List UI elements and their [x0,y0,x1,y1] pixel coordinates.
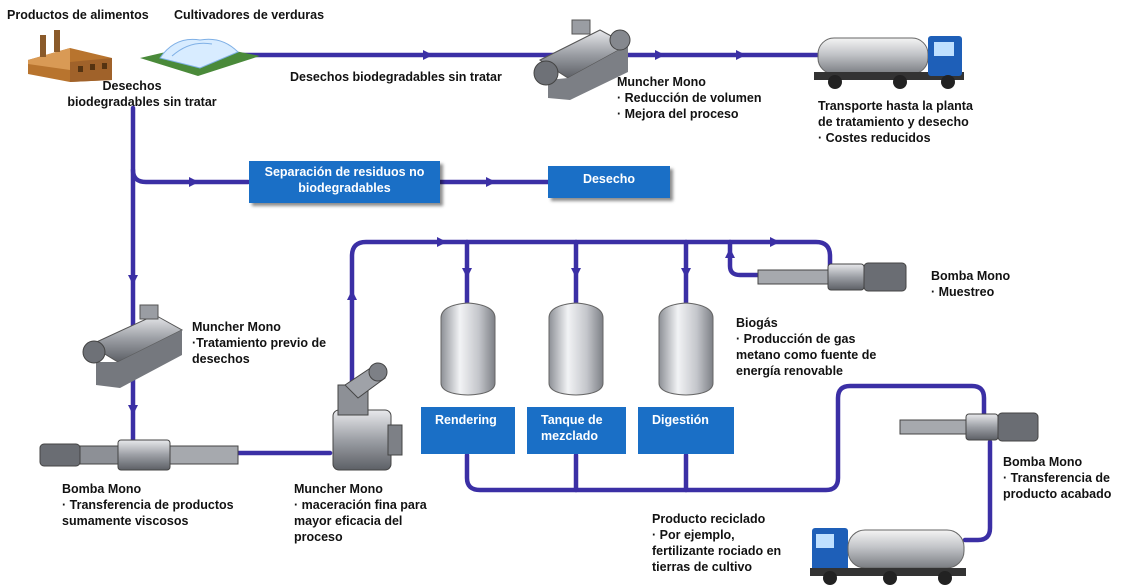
storage-tanks [440,302,714,396]
biogas-line3: energía renovable [736,364,843,378]
progressive-cavity-pump-left [39,439,239,471]
progressive-cavity-pump-finished [899,412,1039,442]
pump-finished-line1: · Transferencia de [1003,471,1110,485]
recycled-line3: tierras de cultivo [652,560,753,574]
transport-label: Transporte hasta la planta de tratamient… [818,98,973,146]
biogas-label: Biogás · Producción de gas metano como f… [736,315,876,379]
disposal-box: Desecho [548,166,670,198]
muncher-top-line1: · Reducción de volumen [617,91,762,105]
muncher-pre-line2: desechos [192,352,250,366]
pump-sampling-label: Bomba Mono · Muestreo [931,268,1010,300]
progressive-cavity-pump-sampling [757,262,907,292]
muncher-pretreatment-machine [82,304,184,388]
biogas-line1: · Producción de gas [736,332,856,346]
factory-icon [28,30,112,82]
biogas-line2: metano como fuente de [736,348,877,362]
rendering-box: Rendering [421,407,515,454]
recycled-line2: fertilizante rociado en [652,544,782,558]
muncher-pre-title: Muncher Mono [192,320,281,334]
muncher-pretreatment-label: Muncher Mono ·Tratamiento previo de dese… [192,319,326,367]
muncher-fine-line3: proceso [294,530,343,544]
recycled-line1: · Por ejemplo, [652,528,735,542]
mixing-tank-line1: Tanque de [541,413,603,427]
digestion-box: Digestión [638,407,734,454]
vegetable-growers-label: Cultivadores de verduras [174,8,325,22]
pump-finished-title: Bomba Mono [1003,455,1083,469]
muncher-top-line2: · Mejora del proceso [617,107,739,121]
tanker-truck-bottom [810,528,966,585]
tanker-truck-top [814,36,964,89]
muncher-fine-line1: · maceración fina para [294,498,427,512]
pump-viscous-line2: sumamente viscosos [62,514,189,528]
transport-line3: · Costes reducidos [818,131,931,145]
biogas-title: Biogás [736,316,778,330]
pump-finished-line2: producto acabado [1003,487,1112,501]
pump-finished-label: Bomba Mono · Transferencia de producto a… [1003,454,1111,502]
raw-waste-top-label: Desechos biodegradables sin tratar [290,70,502,84]
pump-viscous-line1: · Transferencia de productos [62,498,234,512]
transport-line1: Transporte hasta la planta [818,99,973,113]
muncher-fine-line2: mayor eficacia del [294,514,403,528]
pump-viscous-title: Bomba Mono [62,482,142,496]
muncher-fine-maceration-machine [332,362,403,471]
recycled-product-label: Producto reciclado · Por ejemplo, fertil… [652,511,781,575]
separation-box: Separación de residuos no biodegradables [249,161,440,203]
separation-line1: Separación de residuos no [264,165,425,179]
raw-waste-left-line1: Desechos [102,79,162,93]
separation-line2: biodegradables [298,181,391,195]
raw-waste-left-label: Desechos biodegradables sin tratar [62,78,222,110]
food-products-label: Productos de alimentos [7,8,149,22]
muncher-fine-title: Muncher Mono [294,482,383,496]
raw-waste-left-line2: biodegradables sin tratar [67,95,217,109]
flow-arrows [128,50,780,415]
greenhouse-icon [140,38,260,76]
mixing-tank-line2: mezclado [541,429,598,443]
pump-sampling-title: Bomba Mono [931,269,1011,283]
muncher-top-title: Muncher Mono [617,75,706,89]
muncher-fine-label: Muncher Mono · maceración fina para mayo… [294,481,427,545]
muncher-top-machine [533,19,631,100]
pipe-network [130,52,993,543]
muncher-top-label: Muncher Mono · Reducción de volumen · Me… [617,74,761,122]
transport-line2: de tratamiento y desecho [818,115,969,129]
pump-sampling-line1: · Muestreo [931,285,995,299]
recycled-title: Producto reciclado [652,512,766,526]
mixing-tank-box: Tanque de mezclado [527,407,626,454]
pump-viscous-label: Bomba Mono · Transferencia de productos … [62,481,234,529]
muncher-pre-line1: ·Tratamiento previo de [192,336,327,350]
